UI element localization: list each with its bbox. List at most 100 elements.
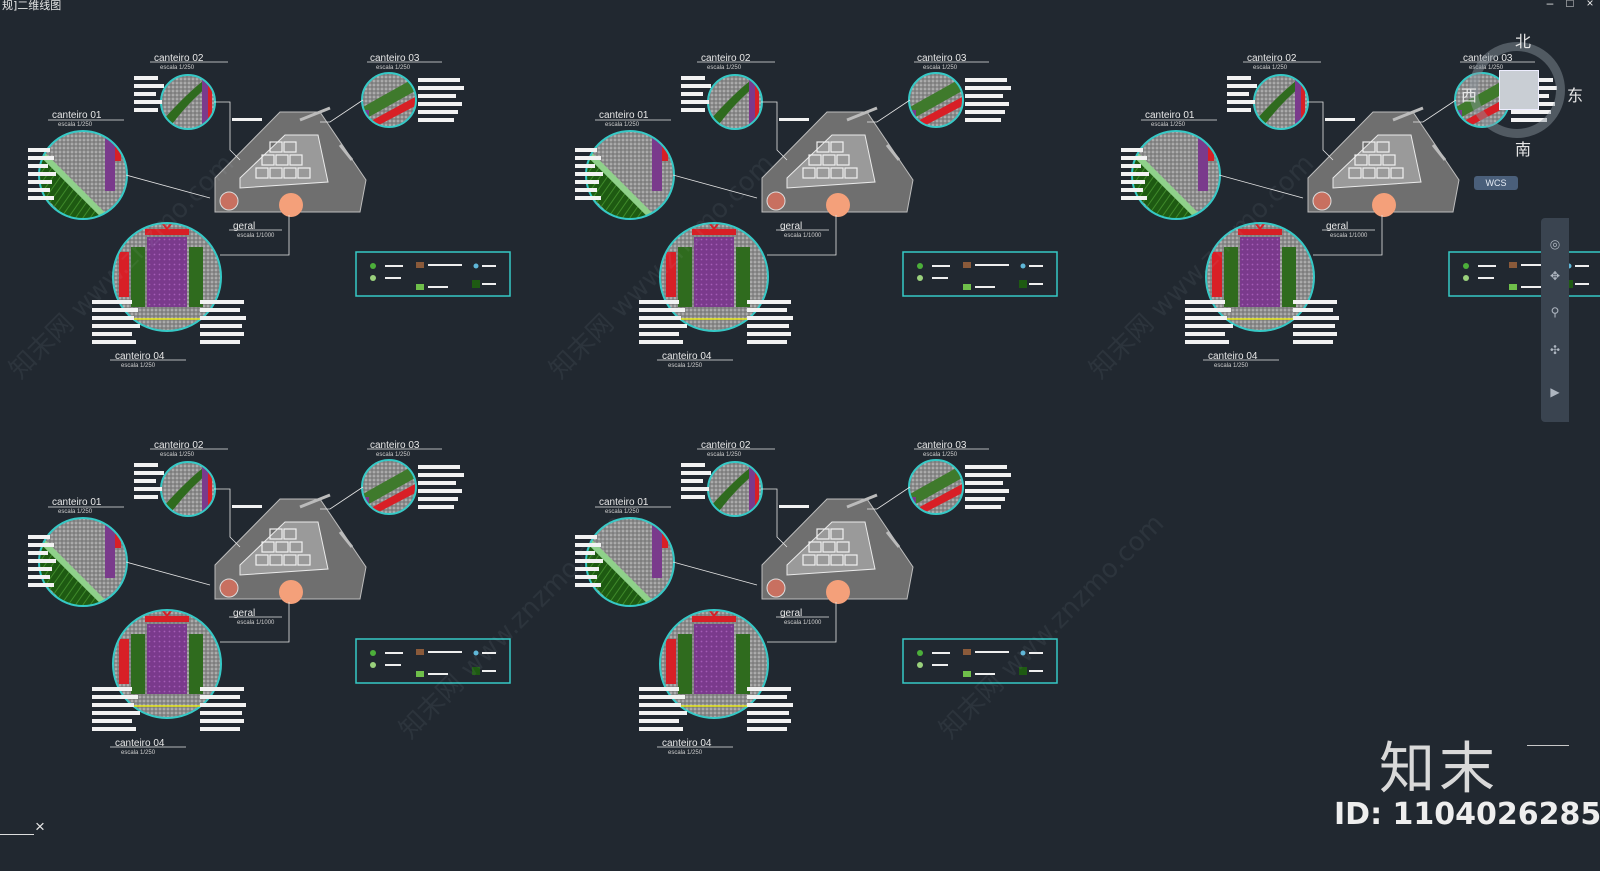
canteiro-04-detail xyxy=(107,222,227,332)
scale-canteiro-01: escala 1/250 xyxy=(1151,122,1186,128)
scale-canteiro-01: escala 1/250 xyxy=(58,509,93,515)
id-watermark: ID: 1104026285 xyxy=(1334,797,1600,832)
close-icon[interactable]: × xyxy=(1586,0,1594,10)
label-canteiro-04: canteiro 04 xyxy=(1208,351,1258,362)
legend-box xyxy=(355,638,511,684)
label-canteiro-02: canteiro 02 xyxy=(154,53,204,64)
canteiro-02-detail xyxy=(160,461,216,517)
geral-site-plan xyxy=(1307,106,1460,217)
scale-canteiro-03: escala 1/250 xyxy=(923,65,958,71)
label-canteiro-04: canteiro 04 xyxy=(662,738,712,749)
label-canteiro-04: canteiro 04 xyxy=(115,738,165,749)
canteiro-03-detail xyxy=(361,72,417,128)
orbit-icon[interactable]: ✣ xyxy=(1549,343,1561,357)
scale-canteiro-01: escala 1/250 xyxy=(58,122,93,128)
canteiro-03-detail xyxy=(361,459,417,515)
navigation-bar: ◎ ✥ ⚲ ✣ ▶ xyxy=(1541,218,1569,422)
canteiro-04-detail xyxy=(107,609,227,719)
scale-canteiro-01: escala 1/250 xyxy=(605,122,640,128)
title-bar: 规]二维线图 – □ × xyxy=(0,0,1600,12)
brand-watermark: 知末 xyxy=(1379,737,1499,802)
viewcube-top-face[interactable] xyxy=(1499,70,1539,110)
label-canteiro-01: canteiro 01 xyxy=(599,110,649,121)
scale-geral: escala 1/1000 xyxy=(237,620,275,626)
label-canteiro-02: canteiro 02 xyxy=(154,440,204,451)
label-canteiro-03: canteiro 03 xyxy=(370,53,420,64)
compass-south[interactable]: 南 xyxy=(1515,140,1532,159)
canteiro-02-detail xyxy=(160,74,216,130)
scale-geral: escala 1/1000 xyxy=(1330,233,1368,239)
legend-box xyxy=(902,251,1058,297)
legend-box xyxy=(355,251,511,297)
scale-canteiro-02: escala 1/250 xyxy=(160,452,195,458)
canteiro-01-detail xyxy=(38,517,128,607)
canteiro-02-detail xyxy=(1253,74,1309,130)
label-geral: geral xyxy=(780,221,802,232)
viewport-label[interactable]: 规]二维线图 xyxy=(2,0,62,12)
scale-canteiro-04: escala 1/250 xyxy=(121,750,156,756)
scale-canteiro-04: escala 1/250 xyxy=(668,750,703,756)
label-geral: geral xyxy=(233,221,255,232)
sheets-layer: canteiro 02 escala 1/250 canteiro 03 esc… xyxy=(28,53,1600,756)
label-canteiro-01: canteiro 01 xyxy=(52,497,102,508)
canteiro-02-detail xyxy=(707,74,763,130)
compass-ring[interactable] xyxy=(1469,42,1565,138)
compass-north[interactable]: 北 xyxy=(1515,32,1532,51)
viewcube[interactable]: 北 南 西 东 xyxy=(1461,30,1583,160)
canteiro-03-detail xyxy=(908,459,964,515)
geral-site-plan xyxy=(761,106,914,217)
scale-canteiro-02: escala 1/250 xyxy=(160,65,195,71)
scale-canteiro-02: escala 1/250 xyxy=(707,452,742,458)
zoom-icon[interactable]: ⚲ xyxy=(1550,305,1560,319)
crosshair-line xyxy=(1527,745,1569,746)
pan-icon[interactable]: ✥ xyxy=(1549,269,1561,283)
scale-canteiro-02: escala 1/250 xyxy=(707,65,742,71)
canteiro-03-detail xyxy=(908,72,964,128)
scale-canteiro-01: escala 1/250 xyxy=(605,509,640,515)
label-geral: geral xyxy=(233,608,255,619)
steering-wheel-icon[interactable]: ◎ xyxy=(1549,237,1561,251)
drawing-sheet[interactable]: canteiro 02 escala 1/250 canteiro 03 esc… xyxy=(28,440,511,756)
compass-east[interactable]: 东 xyxy=(1567,86,1584,105)
compass-west[interactable]: 西 xyxy=(1461,86,1478,105)
label-canteiro-04: canteiro 04 xyxy=(662,351,712,362)
label-canteiro-02: canteiro 02 xyxy=(701,440,751,451)
svg-text:知末网 www.znzmo.com: 知末网 www.znzmo.com xyxy=(934,509,1170,745)
ucs-axis-line xyxy=(0,834,34,835)
drawing-sheet[interactable]: canteiro 02 escala 1/250 canteiro 03 esc… xyxy=(28,53,511,369)
drawing-sheet[interactable]: canteiro 02 escala 1/250 canteiro 03 esc… xyxy=(575,440,1058,756)
scale-canteiro-02: escala 1/250 xyxy=(1253,65,1288,71)
restore-icon[interactable]: □ xyxy=(1566,0,1574,10)
minimize-icon[interactable]: – xyxy=(1546,0,1554,10)
geral-site-plan xyxy=(761,493,914,604)
scale-canteiro-04: escala 1/250 xyxy=(1214,363,1249,369)
scale-geral: escala 1/1000 xyxy=(784,620,822,626)
wcs-label: WCS xyxy=(1485,178,1507,188)
label-canteiro-02: canteiro 02 xyxy=(1247,53,1297,64)
canteiro-04-detail xyxy=(1200,222,1320,332)
wcs-menu-button[interactable]: WCS xyxy=(1474,176,1518,190)
label-canteiro-01: canteiro 01 xyxy=(1145,110,1195,121)
window-controls: – □ × xyxy=(1544,0,1596,10)
ucs-x-marker: × xyxy=(35,817,45,836)
svg-text:知末网 www.znzmo.com: 知末网 www.znzmo.com xyxy=(394,509,630,745)
scale-canteiro-03: escala 1/250 xyxy=(376,452,411,458)
canteiro-01-detail xyxy=(585,517,675,607)
showmotion-icon[interactable]: ▶ xyxy=(1550,385,1560,399)
scale-canteiro-04: escala 1/250 xyxy=(668,363,703,369)
canteiro-04-detail xyxy=(654,609,774,719)
label-canteiro-01: canteiro 01 xyxy=(599,497,649,508)
geral-site-plan xyxy=(214,493,367,604)
drawing-sheet[interactable]: canteiro 02 escala 1/250 canteiro 03 esc… xyxy=(575,53,1058,369)
label-canteiro-02: canteiro 02 xyxy=(701,53,751,64)
geral-site-plan xyxy=(214,106,367,217)
legend-box xyxy=(902,638,1058,684)
ucs-icon: × xyxy=(0,818,52,838)
scale-geral: escala 1/1000 xyxy=(237,233,275,239)
label-canteiro-03: canteiro 03 xyxy=(917,440,967,451)
scale-canteiro-03: escala 1/250 xyxy=(376,65,411,71)
scale-canteiro-04: escala 1/250 xyxy=(121,363,156,369)
label-geral: geral xyxy=(1326,221,1348,232)
scale-geral: escala 1/1000 xyxy=(784,233,822,239)
